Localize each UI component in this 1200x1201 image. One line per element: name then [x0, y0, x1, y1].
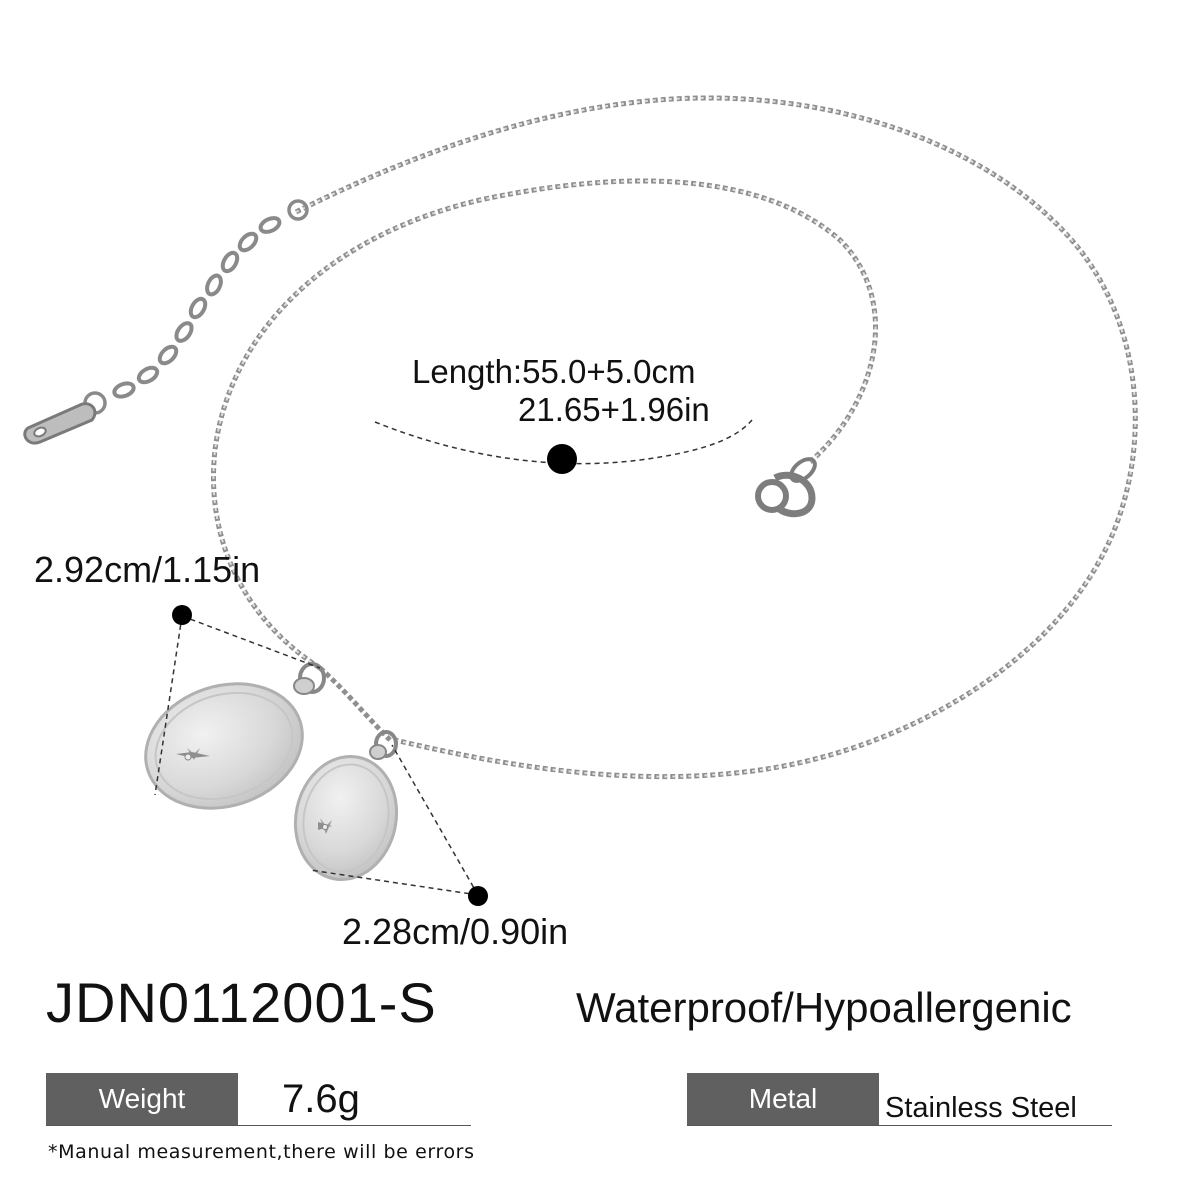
length-inches-label: 21.65+1.96in: [518, 391, 710, 428]
small-pendant-measure: [309, 744, 479, 896]
weight-spec-row: Weight 7.6g: [46, 1073, 471, 1126]
necklace-chain-outer: [294, 95, 1138, 780]
marker-dot: [547, 444, 577, 474]
weight-label: Weight: [46, 1073, 238, 1125]
large-pendant-size-label: 2.92cm/1.15in: [34, 549, 261, 590]
small-pendant-size-label: 2.28cm/0.90in: [342, 911, 569, 952]
small-pendant: [293, 730, 399, 882]
marker-dot: [468, 886, 488, 906]
marker-dot: [172, 605, 192, 625]
metal-spec-row: Metal Stainless Steel: [687, 1073, 1112, 1126]
product-features: Waterproof/Hypoallergenic: [576, 984, 1072, 1031]
clasp-icon: [755, 457, 817, 518]
extender-chain: [83, 199, 309, 415]
weight-value: 7.6g: [282, 1077, 360, 1121]
necklace-chain-inner: [211, 178, 879, 742]
large-pendant-measure: [154, 615, 321, 796]
metal-label: Metal: [687, 1073, 879, 1125]
measurement-note: *Manual measurement,there will be errors: [48, 1141, 475, 1163]
large-pendant: [144, 662, 326, 810]
extender-tag: [23, 402, 97, 445]
metal-value: Stainless Steel: [885, 1092, 1077, 1124]
length-label: Length:55.0+5.0cm: [412, 353, 696, 390]
product-sku: JDN0112001-S: [46, 971, 437, 1034]
sparkle-icon: [176, 748, 210, 761]
sparkle-icon: [318, 818, 332, 834]
